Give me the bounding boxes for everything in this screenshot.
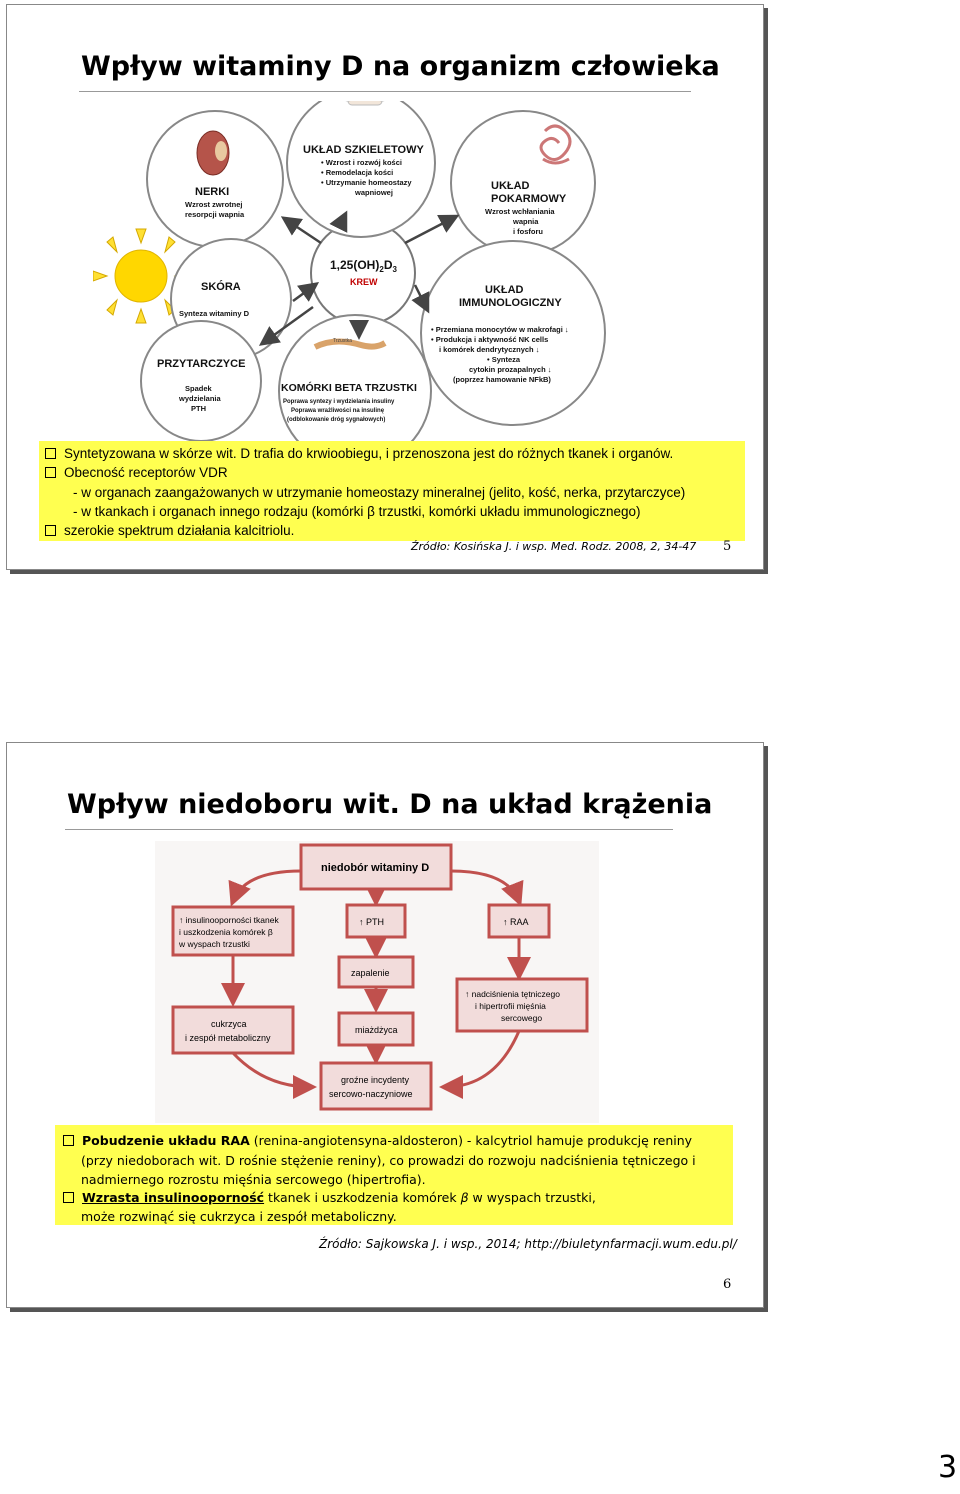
box-niedobor: niedobór witaminy D <box>321 862 429 874</box>
pancreas-icon: Trzustka <box>313 338 387 350</box>
title-underline <box>65 829 673 830</box>
flow-arrows <box>221 869 531 1099</box>
center-krew: KREW <box>350 277 378 287</box>
immune-item: • Produkcja i aktywność NK cells <box>431 335 548 344</box>
box-incydenty-line: groźne incydenty <box>341 1075 410 1085</box>
parathyroid-item: Spadek <box>185 384 213 393</box>
immune-title: UKŁAD <box>485 284 524 296</box>
diagram-arrows <box>258 210 460 346</box>
bone-icon <box>345 101 385 106</box>
box-zapalenie: zapalenie <box>351 968 390 978</box>
immune-circle <box>420 240 606 426</box>
box-nadcisnienie-line: sercowego <box>501 1013 542 1023</box>
skeletal-item: • Utrzymanie homeostazy <box>321 178 412 187</box>
slide-title: Wpływ witaminy D na organizm człowieka <box>81 51 720 82</box>
parathyroid-item: PTH <box>191 404 206 413</box>
skeletal-item: wapniowej <box>354 188 393 197</box>
skin-item: Synteza witaminy D <box>179 309 250 318</box>
beta-title: KOMÓRKI BETA TRZUSTKI <box>281 381 417 394</box>
bullet-3: szerokie spektrum działania kalcitriolu. <box>45 523 294 538</box>
digestive-title: UKŁAD <box>491 180 530 192</box>
bullet-1-line-3: nadmiernego rozrostu mięśnia sercowego (… <box>81 1172 426 1187</box>
parathyroid-circle <box>140 320 262 442</box>
slide-5: Wpływ witaminy D na organizm człowieka <box>6 4 764 570</box>
immune-item: • Synteza <box>487 355 521 364</box>
beta-item: Poprawa syntezy i wydzielania insuliny <box>283 399 395 405</box>
parathyroid-title: PRZYTARCZYCE <box>157 358 245 370</box>
skeletal-circle <box>286 101 436 238</box>
immune-item: • Przemiana monocytów w makrofagi ↓ <box>431 325 569 334</box>
kidney-icon <box>196 130 230 176</box>
slide-6: Wpływ niedoboru wit. D na układ krążenia… <box>6 742 764 1308</box>
intestine-icon <box>539 124 572 165</box>
box-miazdzyca: miażdżyca <box>355 1025 398 1035</box>
bullet-2: Obecność receptorów VDR <box>45 465 228 480</box>
skeletal-item: • Remodelacja kości <box>321 168 393 177</box>
box-nadcisnienie-line: i hipertrofii mięśnia <box>475 1001 546 1011</box>
parathyroid-item: wydzielania <box>178 394 222 403</box>
skeletal-title: UKŁAD SZKIELETOWY <box>303 144 424 156</box>
bullet-1-line-2: (przy niedoborach wit. D rośnie stężenie… <box>81 1153 696 1168</box>
sun-icon <box>93 228 190 324</box>
summary-box: Syntetyzowana w skórze wit. D trafia do … <box>39 441 745 541</box>
box-insulin-line: w wyspach trzustki <box>178 939 250 949</box>
box-pth: ↑ PTH <box>359 917 384 927</box>
box-cukrzyca-line: cukrzyca <box>211 1019 247 1029</box>
center-formula: 1,25(OH)2D3 <box>330 258 397 274</box>
digestive-item: Wzrost wchłaniania <box>485 207 555 216</box>
immune-item: i komórek dendrytycznych ↓ <box>439 345 539 354</box>
immune-item: cytokin prozapalnych ↓ <box>469 365 552 374</box>
checkbox-bullet-icon <box>45 524 56 536</box>
kidney-title: NERKI <box>195 186 229 198</box>
page-number: 5 <box>723 539 732 554</box>
checkbox-bullet-icon <box>63 1192 74 1203</box>
flow-boxes: niedobór witaminy D ↑ insulinooporności … <box>171 843 589 1111</box>
box-insulin-line: ↑ insulinooporności tkanek <box>179 915 279 925</box>
immune-item: (poprzez hamowanie NFkB) <box>453 375 551 384</box>
pancreas-label: Trzustka <box>333 338 352 344</box>
source-citation: Źródło: Sajkowska J. i wsp., 2014; http:… <box>319 1237 737 1251</box>
box-nadcisnienie-line: ↑ nadciśnienia tętniczego <box>465 989 560 999</box>
box-raa: ↑ RAA <box>503 917 529 927</box>
digestive-item: wapnia <box>512 217 539 226</box>
checkbox-bullet-icon <box>45 466 56 478</box>
beta-item: Poprawa wrażliwości na insulinę <box>291 408 385 414</box>
deficiency-flowchart: niedobór witaminy D ↑ insulinooporności … <box>155 841 599 1123</box>
box-cukrzyca-line: i zespół metaboliczny <box>185 1033 271 1043</box>
checkbox-bullet-icon <box>45 447 56 459</box>
slide-title: Wpływ niedoboru wit. D na układ krążenia <box>67 789 713 820</box>
bullet-1: Syntetyzowana w skórze wit. D trafia do … <box>45 446 673 461</box>
title-underline <box>79 91 691 92</box>
kidney-item: resorpcji wapnia <box>185 210 245 219</box>
digestive-title: POKARMOWY <box>491 193 567 205</box>
box-incydenty-line: sercowo-naczyniowe <box>329 1089 413 1099</box>
beta-item: (odblokowanie dróg sygnałowych) <box>287 417 385 423</box>
bullet-1: Pobudzenie układu RAA (renina-angiotensy… <box>63 1133 692 1148</box>
checkbox-bullet-icon <box>63 1135 74 1146</box>
kidney-item: Wzrost zwrotnej <box>185 200 243 209</box>
source-citation: Źródło: Kosińska J. i wsp. Med. Rodz. 20… <box>411 540 697 553</box>
bullet-2-line-2: może rozwinąć się cukrzyca i zespół meta… <box>81 1209 397 1224</box>
skin-title: SKÓRA <box>201 280 241 293</box>
bullet-2: Wzrasta insulinooporność tkanek i uszkod… <box>63 1190 596 1205</box>
summary-box: Pobudzenie układu RAA (renina-angiotensy… <box>55 1125 733 1225</box>
immune-title: IMMUNOLOGICZNY <box>459 297 562 309</box>
page-number: 6 <box>723 1277 732 1292</box>
vitamin-d-diagram: Trzustka 1,25(OH)2D3 KREW UKŁAD SZKIELET… <box>93 101 606 451</box>
sheet-page-number: 3 <box>938 1450 958 1485</box>
bullet-2-sub-2: - w tkankach i organach innego rodzaju (… <box>73 504 641 519</box>
digestive-item: i fosforu <box>513 227 543 236</box>
box-insulin-line: i uszkodzenia komórek β <box>179 927 273 937</box>
skeletal-item: • Wzrost i rozwój kości <box>321 158 402 167</box>
bullet-2-sub-1: - w organach zaangażowanych w utrzymanie… <box>73 485 686 500</box>
